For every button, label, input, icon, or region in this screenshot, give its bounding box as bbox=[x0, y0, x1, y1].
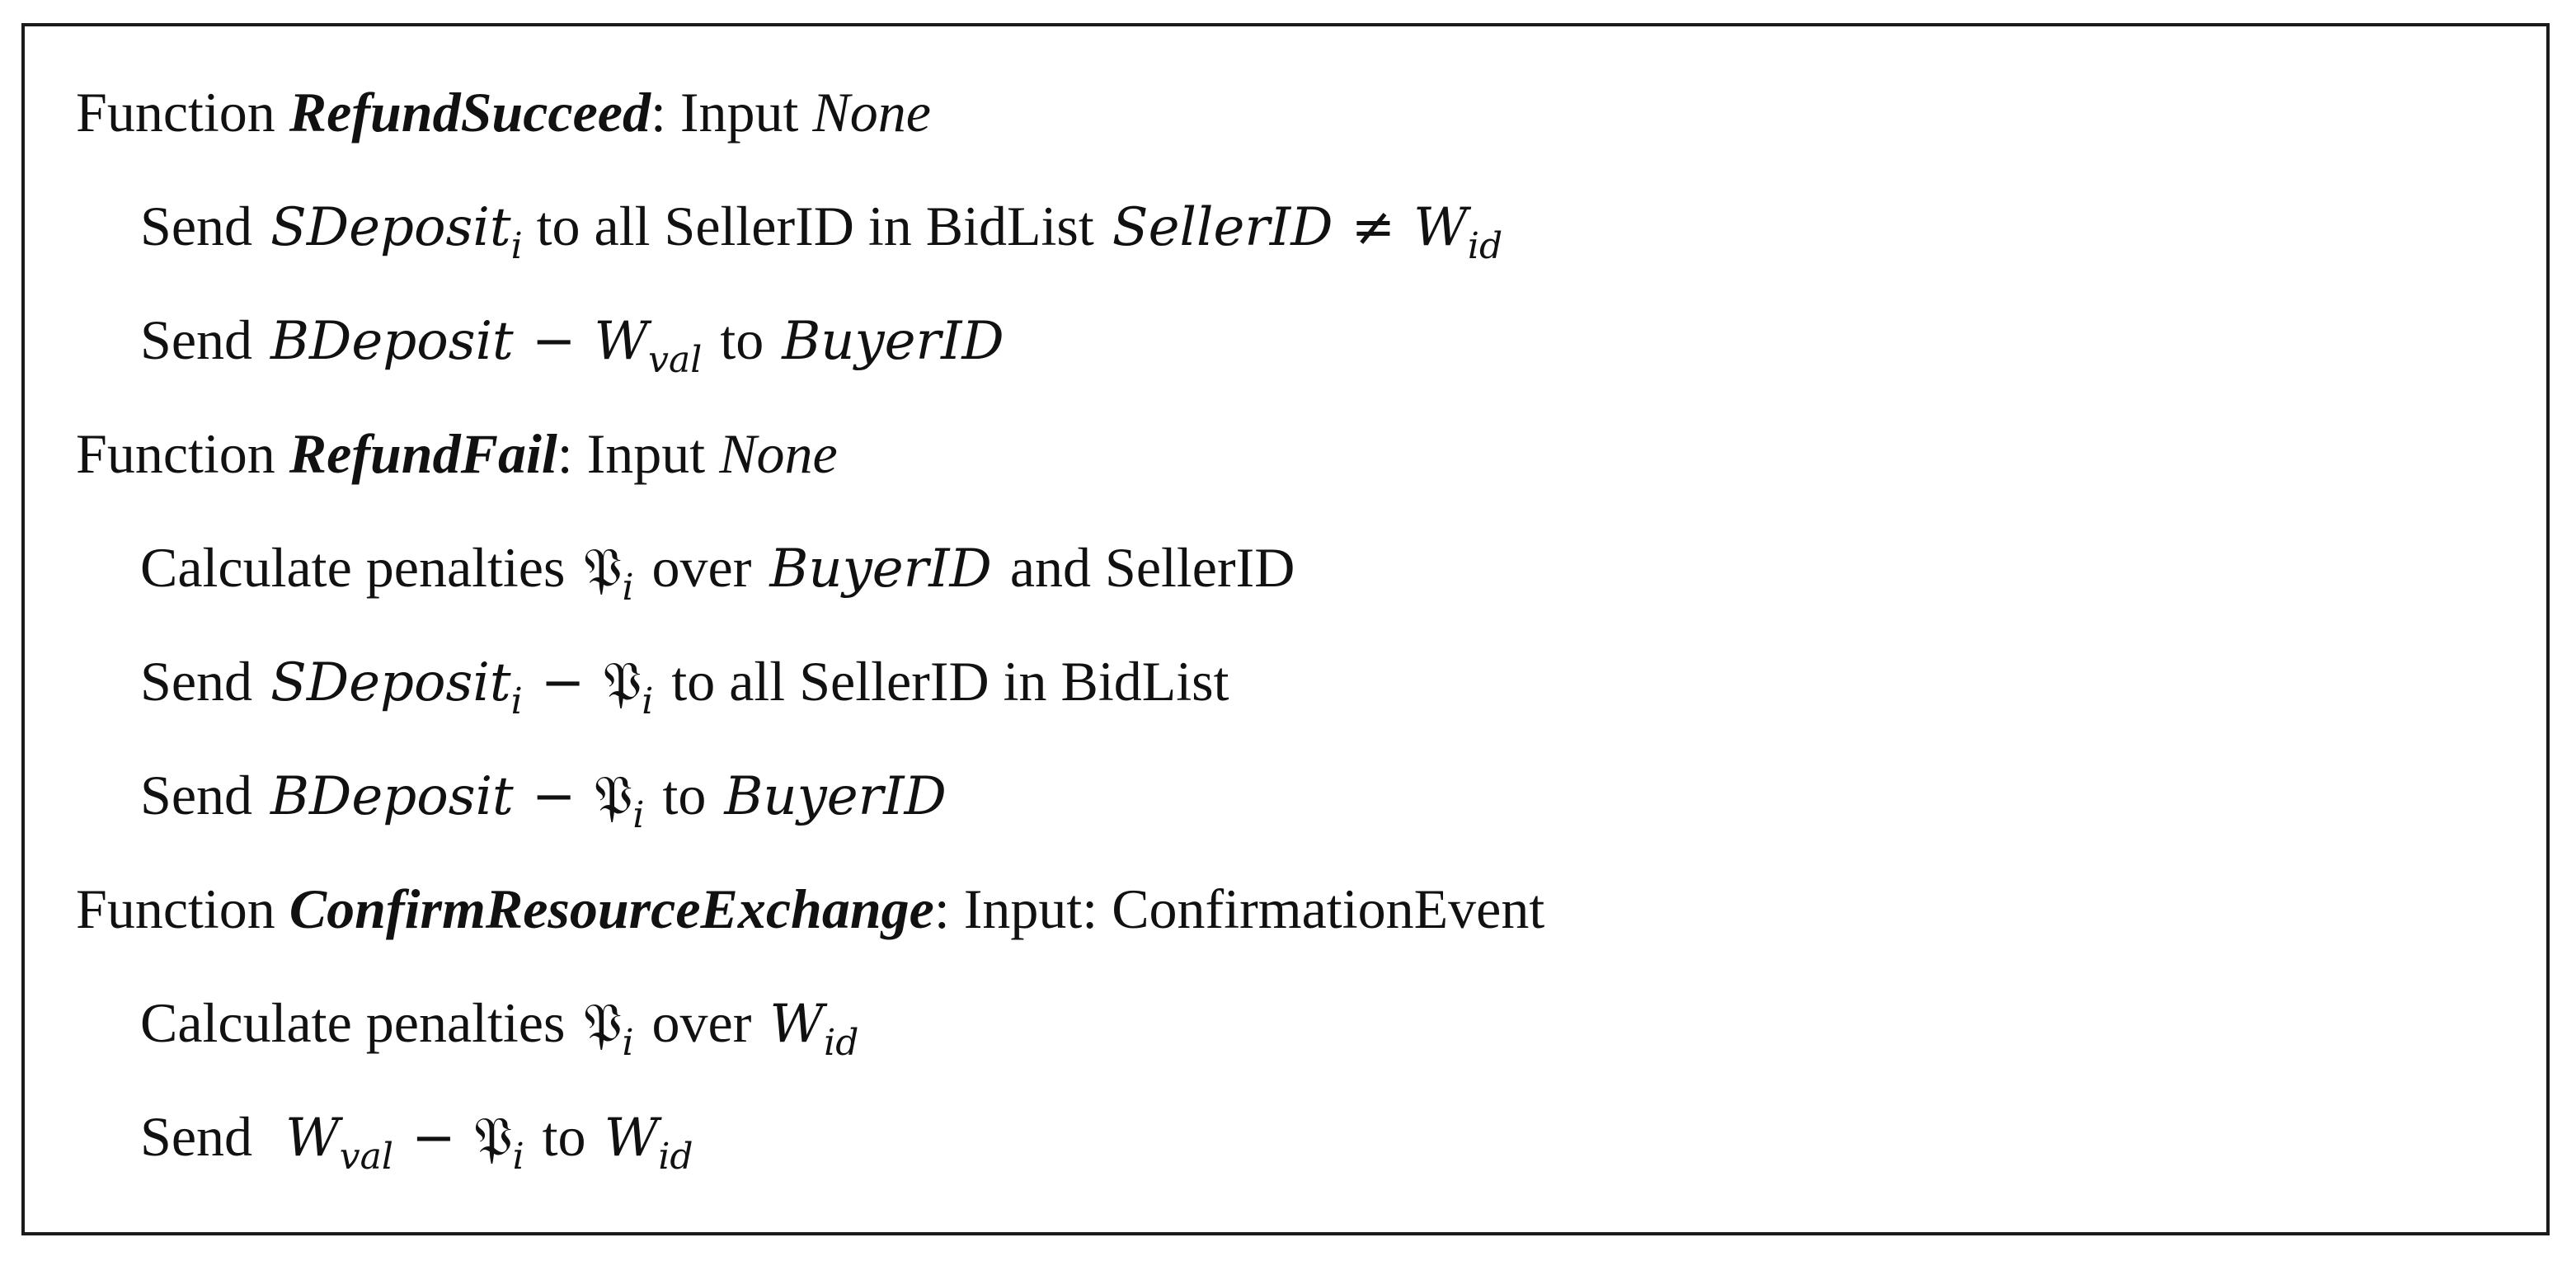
var-sellerid: SellerID bbox=[1112, 197, 1333, 258]
var-buyerid: BuyerID bbox=[724, 766, 947, 827]
function-name: ConfirmResourceExchange bbox=[289, 878, 934, 940]
function-input-label: : Input bbox=[557, 422, 706, 485]
function-header-confirm-resource-exchange: Function ConfirmResourceExchange: Input:… bbox=[76, 876, 1544, 942]
function-header-refund-succeed: Function RefundSucceed: Input None bbox=[76, 79, 931, 145]
penalty-symbol: 𝔓 bbox=[583, 991, 623, 1055]
step-over-word: over bbox=[651, 991, 752, 1054]
function-input-value: None bbox=[719, 422, 838, 485]
var-buyerid: BuyerID bbox=[769, 539, 992, 600]
step-tail-text: to all SellerID in BidList bbox=[671, 650, 1229, 713]
step-send-word: Send bbox=[140, 764, 252, 826]
penalty-symbol: 𝔓 bbox=[473, 1105, 513, 1169]
var-w: W bbox=[285, 1108, 340, 1169]
penalty-symbol: 𝔓 bbox=[594, 764, 633, 827]
penalty-sub: i bbox=[642, 680, 654, 722]
step-to-all-text: to all SellerID in BidList bbox=[536, 195, 1094, 257]
var-w: W bbox=[1413, 197, 1468, 258]
neq-symbol: ≠ bbox=[1351, 197, 1396, 258]
step-calc-text: Calculate penalties bbox=[140, 536, 566, 599]
function-keyword: Function bbox=[76, 81, 275, 144]
minus-symbol: − bbox=[531, 311, 576, 372]
var-w: W bbox=[594, 311, 649, 372]
var-sdeposit: SDeposit bbox=[270, 197, 511, 258]
function-input-value: None bbox=[812, 81, 931, 144]
minus-symbol: − bbox=[411, 1108, 456, 1169]
function-name: RefundFail bbox=[289, 422, 557, 485]
step-send-word: Send bbox=[140, 195, 252, 257]
var-w-target-sub: id bbox=[658, 1136, 693, 1178]
function-name: RefundSucceed bbox=[289, 81, 651, 144]
step-to-word: to bbox=[542, 1105, 586, 1168]
var-w-sub: id bbox=[1467, 225, 1503, 267]
var-w: W bbox=[769, 994, 825, 1055]
step-send-word: Send bbox=[140, 308, 252, 371]
step-send-word: Send bbox=[140, 650, 252, 713]
var-bdeposit: BDeposit bbox=[270, 766, 514, 827]
function-input-label: : Input bbox=[650, 81, 799, 144]
penalty-sub: i bbox=[632, 794, 645, 836]
function-input-label: : Input: ConfirmationEvent bbox=[933, 878, 1545, 940]
penalty-sub: i bbox=[512, 1136, 524, 1178]
function-keyword: Function bbox=[76, 422, 275, 485]
penalty-symbol: 𝔓 bbox=[603, 650, 642, 713]
function-keyword: Function bbox=[76, 878, 275, 940]
var-sdeposit: SDeposit bbox=[270, 652, 511, 713]
var-w-target: W bbox=[604, 1108, 659, 1169]
penalty-sub: i bbox=[622, 567, 634, 609]
step-over-word: over bbox=[651, 536, 752, 599]
step-to-word: to bbox=[662, 764, 707, 826]
step-to-word: to bbox=[720, 308, 764, 371]
step-send-sdeposit: Send SDepositi to all SellerID in BidList… bbox=[140, 193, 1502, 265]
step-calc-text: Calculate penalties bbox=[140, 991, 566, 1054]
var-w-sub: val bbox=[339, 1136, 393, 1178]
var-w-sub: val bbox=[648, 339, 703, 381]
penalty-sub: i bbox=[622, 1022, 634, 1064]
var-bdeposit: BDeposit bbox=[270, 311, 514, 372]
var-w-sub: id bbox=[824, 1022, 859, 1064]
var-buyerid: BuyerID bbox=[782, 311, 1004, 372]
minus-symbol: − bbox=[540, 652, 585, 713]
step-send-word: Send bbox=[140, 1105, 252, 1168]
minus-symbol: − bbox=[531, 766, 576, 827]
function-header-refund-fail: Function RefundFail: Input None bbox=[76, 421, 838, 487]
step-tail-text: and SellerID bbox=[1009, 536, 1295, 599]
var-sdeposit-sub: i bbox=[510, 680, 523, 722]
penalty-symbol: 𝔓 bbox=[583, 536, 623, 600]
var-sdeposit-sub: i bbox=[510, 225, 523, 267]
